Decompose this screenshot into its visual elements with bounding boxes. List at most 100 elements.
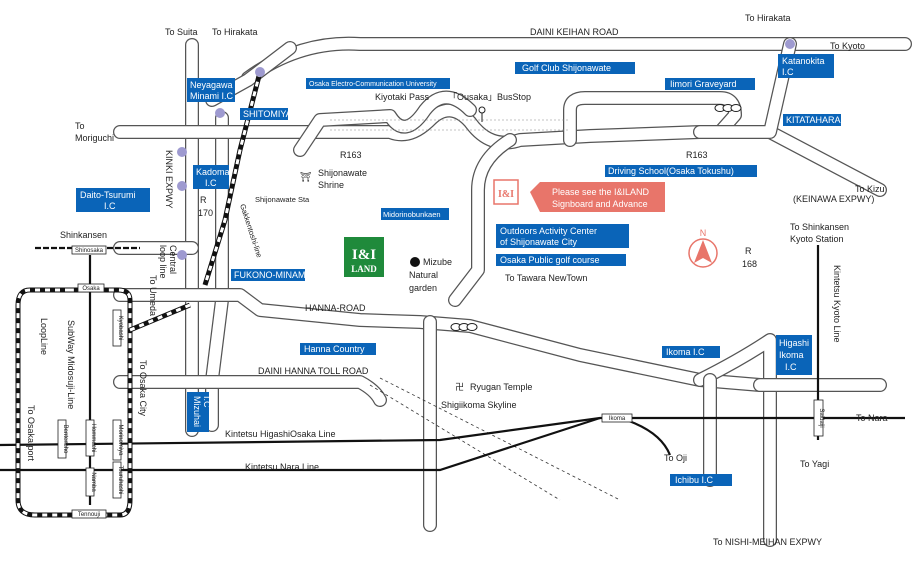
tag-driving-school: Driving School(Osaka Tokushu) bbox=[605, 165, 757, 177]
svg-text:SHITOMIYA: SHITOMIYA bbox=[243, 109, 292, 119]
svg-text:Morinomiya: Morinomiya bbox=[117, 424, 123, 456]
svg-text:Hanna Country: Hanna Country bbox=[304, 344, 365, 354]
label-gakkentoshi: Gakkentoshi-line bbox=[238, 203, 264, 259]
svg-text:I.C: I.C bbox=[205, 178, 217, 188]
label-r168-2: 168 bbox=[742, 259, 757, 269]
label-kiyotaki-pass: Kiyotaki Pass bbox=[375, 92, 430, 102]
shrine-icon: ⛩ bbox=[300, 172, 311, 182]
ic-dots bbox=[177, 39, 795, 260]
label-to-suita: To Suita bbox=[165, 27, 198, 37]
svg-text:Katanokita: Katanokita bbox=[782, 56, 825, 66]
tag-shitomiya: SHITOMIYA bbox=[240, 108, 292, 120]
ic-dot-kadoma-2 bbox=[177, 181, 187, 191]
station-hommachi: Hommachi bbox=[85, 419, 96, 457]
destination-labels: To Suita To Hirakata To Hirakata To Kyot… bbox=[26, 13, 888, 547]
label-daini-keihan: DAINI KEIHAN ROAD bbox=[530, 27, 619, 37]
svg-text:Ikoma: Ikoma bbox=[779, 350, 804, 360]
label-to-moriguchi-2: Moriguchi bbox=[75, 133, 114, 143]
label-shijonawate-shrine-1: Shijonawate bbox=[318, 168, 367, 178]
label-central-loop-2: loop line bbox=[158, 245, 168, 279]
svg-text:LAND: LAND bbox=[351, 264, 377, 274]
label-kinki-expwy: KINKI EXPWY bbox=[164, 150, 174, 209]
station-ikoma: Ikoma bbox=[601, 413, 633, 423]
ii-land-logo: I&I LAND bbox=[344, 237, 384, 277]
svg-text:Osaka Public golf course: Osaka Public golf course bbox=[500, 255, 600, 265]
svg-text:I&I: I&I bbox=[352, 247, 376, 263]
svg-text:Osaka: Osaka bbox=[82, 286, 100, 292]
svg-text:Golf Club Shijonawate: Golf Club Shijonawate bbox=[522, 63, 611, 73]
svg-text:Minami I.C: Minami I.C bbox=[190, 91, 234, 101]
label-to-nishi-meihan: To NISHI-MEIHAN EXPWY bbox=[713, 537, 822, 547]
svg-text:Shinosaka: Shinosaka bbox=[75, 248, 104, 254]
label-shijonawate-shrine-2: Shrine bbox=[318, 180, 344, 190]
label-kintetsu-higashiosaka: Kintetsu HigashiOsaka Line bbox=[225, 429, 336, 439]
label-subway-midosuji: SubWay Midosuji-Line bbox=[66, 320, 76, 409]
svg-text:Neyagawa: Neyagawa bbox=[190, 80, 233, 90]
label-r163-left: R163 bbox=[340, 150, 362, 160]
label-shigiikoma-skyline: Shigiikoma Skyline bbox=[441, 400, 517, 410]
svg-text:I.C: I.C bbox=[785, 362, 797, 372]
label-to-umeda: To Umeda bbox=[148, 275, 158, 316]
station-bentencho: Bentencho bbox=[57, 419, 68, 459]
ic-dot-neyagawa bbox=[215, 108, 225, 118]
svg-text:N: N bbox=[700, 228, 707, 238]
label-daini-hanna-toll: DAINI HANNA TOLL ROAD bbox=[258, 366, 369, 376]
label-mizube-3: garden bbox=[409, 283, 437, 293]
svg-text:Tennouji: Tennouji bbox=[78, 512, 100, 518]
svg-text:Midorinobunkaen: Midorinobunkaen bbox=[383, 210, 441, 219]
svg-text:Bentencho: Bentencho bbox=[62, 425, 68, 454]
svg-text:I.C: I.C bbox=[202, 396, 212, 408]
ikoma-oji-branch bbox=[619, 416, 672, 456]
label-to-kizu: To Kizu bbox=[855, 184, 885, 194]
ic-dot-hirakata bbox=[255, 67, 265, 77]
tag-kitatahara: KITATAHARA bbox=[783, 114, 841, 126]
rail-labels: Kintetsu HigashiOsaka Line Kintetsu Nara… bbox=[39, 195, 842, 472]
svg-text:Osaka Electro-Communication Un: Osaka Electro-Communication University bbox=[309, 81, 437, 88]
ic-dot-kyoto bbox=[785, 39, 795, 49]
tag-midoribunkaen: Midorinobunkaen bbox=[381, 208, 449, 220]
label-kyoto-station: Kyoto Station bbox=[790, 234, 844, 244]
label-to-hirakata-right: To Hirakata bbox=[745, 13, 791, 23]
station-tennouji: Tennouji bbox=[71, 509, 107, 519]
tag-ichibu: Ichibu I.C bbox=[670, 474, 732, 486]
label-to-shinkansen: To Shinkansen bbox=[790, 222, 849, 232]
label-to-osaka-city: To Osaka City bbox=[138, 360, 148, 417]
label-loop-line: LoopLine bbox=[39, 318, 49, 355]
svg-text:Ikoma: Ikoma bbox=[609, 416, 626, 422]
tag-hanna-country: Hanna Country bbox=[300, 343, 376, 355]
tunnels bbox=[450, 104, 742, 331]
stations: Shinosaka Osaka Tennouji Ikoma bbox=[71, 245, 633, 519]
svg-text:Ikoma I.C: Ikoma I.C bbox=[666, 347, 705, 357]
station-osaka: Osaka bbox=[77, 283, 105, 293]
label-central-loop-1: Central bbox=[168, 245, 178, 274]
planned-route bbox=[330, 119, 621, 501]
station-shinosaka: Shinosaka bbox=[71, 245, 107, 255]
label-to-nara: To Nara bbox=[856, 413, 888, 423]
label-to-yagi: To Yagi bbox=[800, 459, 829, 469]
svg-text:Hommachi: Hommachi bbox=[90, 424, 96, 453]
svg-text:Higashi: Higashi bbox=[779, 338, 809, 348]
svg-text:Kyobashi: Kyobashi bbox=[117, 316, 123, 341]
tag-osaka-ec-univ: Osaka Electro-Communication University bbox=[306, 78, 450, 89]
label-hanna-road: HANNA-ROAD bbox=[305, 303, 366, 313]
notice-banner: I&I Please see the I&ILAND Signboard and… bbox=[493, 179, 665, 212]
kintetsu-nara-line bbox=[0, 416, 601, 472]
svg-text:of Shijonawate City: of Shijonawate City bbox=[500, 237, 578, 247]
busstop-icon bbox=[478, 106, 486, 114]
ic-dot-daito bbox=[177, 250, 187, 260]
label-shijonawate-sta: Shijonawate Sta bbox=[255, 195, 310, 204]
label-to-kyoto: To Kyoto bbox=[830, 41, 865, 51]
svg-text:Kadoma: Kadoma bbox=[196, 167, 230, 177]
svg-text:Driving School(Osaka Tokushu): Driving School(Osaka Tokushu) bbox=[608, 166, 734, 176]
temple-icon: 卍 bbox=[455, 382, 464, 392]
label-mizube-1: Mizube bbox=[423, 257, 452, 267]
svg-text:FUKONO-MINAMI: FUKONO-MINAMI bbox=[234, 270, 308, 280]
notice-line-1: Please see the I&ILAND bbox=[552, 187, 650, 197]
label-mizube-2: Natural bbox=[409, 270, 438, 280]
label-to-moriguchi-1: To bbox=[75, 121, 85, 131]
